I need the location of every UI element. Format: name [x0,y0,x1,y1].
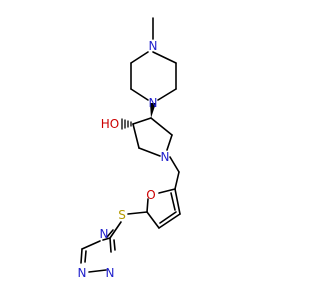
bond-pyrrolidine-4 [132,123,140,149]
bond-triazole-c3-n2 [109,237,112,253]
bond-triazole-methyl [106,229,114,238]
bond-pyrrolidine-2 [166,134,173,151]
bond-triazole-c3-n2-inner [113,239,116,251]
atom-n-pyrrolidine: N [161,150,170,164]
atom-s-thioether: S [118,208,126,222]
atom-n-triazole-2: N [106,266,115,280]
bond-furan-c2-o [158,188,176,194]
bond-ch2-furan [174,171,180,190]
bond-furan-c3-c2-inner [170,192,176,211]
bond-piperazine-6 [130,51,149,64]
bonds [80,17,181,273]
bond-furan-s [127,211,148,215]
hashed-bond-c3-oh [121,118,132,130]
atom-n-piperazine-bottom: N [149,96,158,110]
bond-triazole-n2-n1 [88,269,107,273]
bond-n-ch2 [169,156,180,173]
bond-furan-c4-c3 [158,213,181,229]
bond-pyrrolidine-3 [138,147,161,157]
atom-o-furan: O [146,188,155,202]
wedge-bond-c4-n [150,103,156,118]
bond-furan-c3-c2 [174,188,181,215]
atom-labels: N N HO N O S N N N [78,39,170,280]
bond-piperazine-1 [152,51,177,64]
bond-pyrrolidine-5 [132,117,152,125]
bond-s-triazole [109,221,122,239]
bond-furan-o-c5 [146,198,149,213]
bond-triazole-n1-c5-inner [84,250,87,263]
atom-n-piperazine-top: N [149,39,158,53]
atom-hydroxyl: HO [101,117,119,131]
bond-piperazine-4 [130,88,149,101]
bond-furan-c4-c3-inner [159,211,177,224]
bond-furan-c5-c4 [146,211,160,229]
atom-n-triazole-1: N [78,266,87,280]
bond-triazole-n1-c5 [80,248,83,264]
bond-piperazine-3 [157,88,177,101]
atom-n-triazole-4: N [100,227,109,241]
bond-triazole-c5-n4 [81,240,101,250]
molecule-structure: N N HO N O S N N N [78,17,181,280]
bond-pyrrolidine-1 [150,117,173,136]
bond-triazole-n4-c3 [102,237,111,241]
